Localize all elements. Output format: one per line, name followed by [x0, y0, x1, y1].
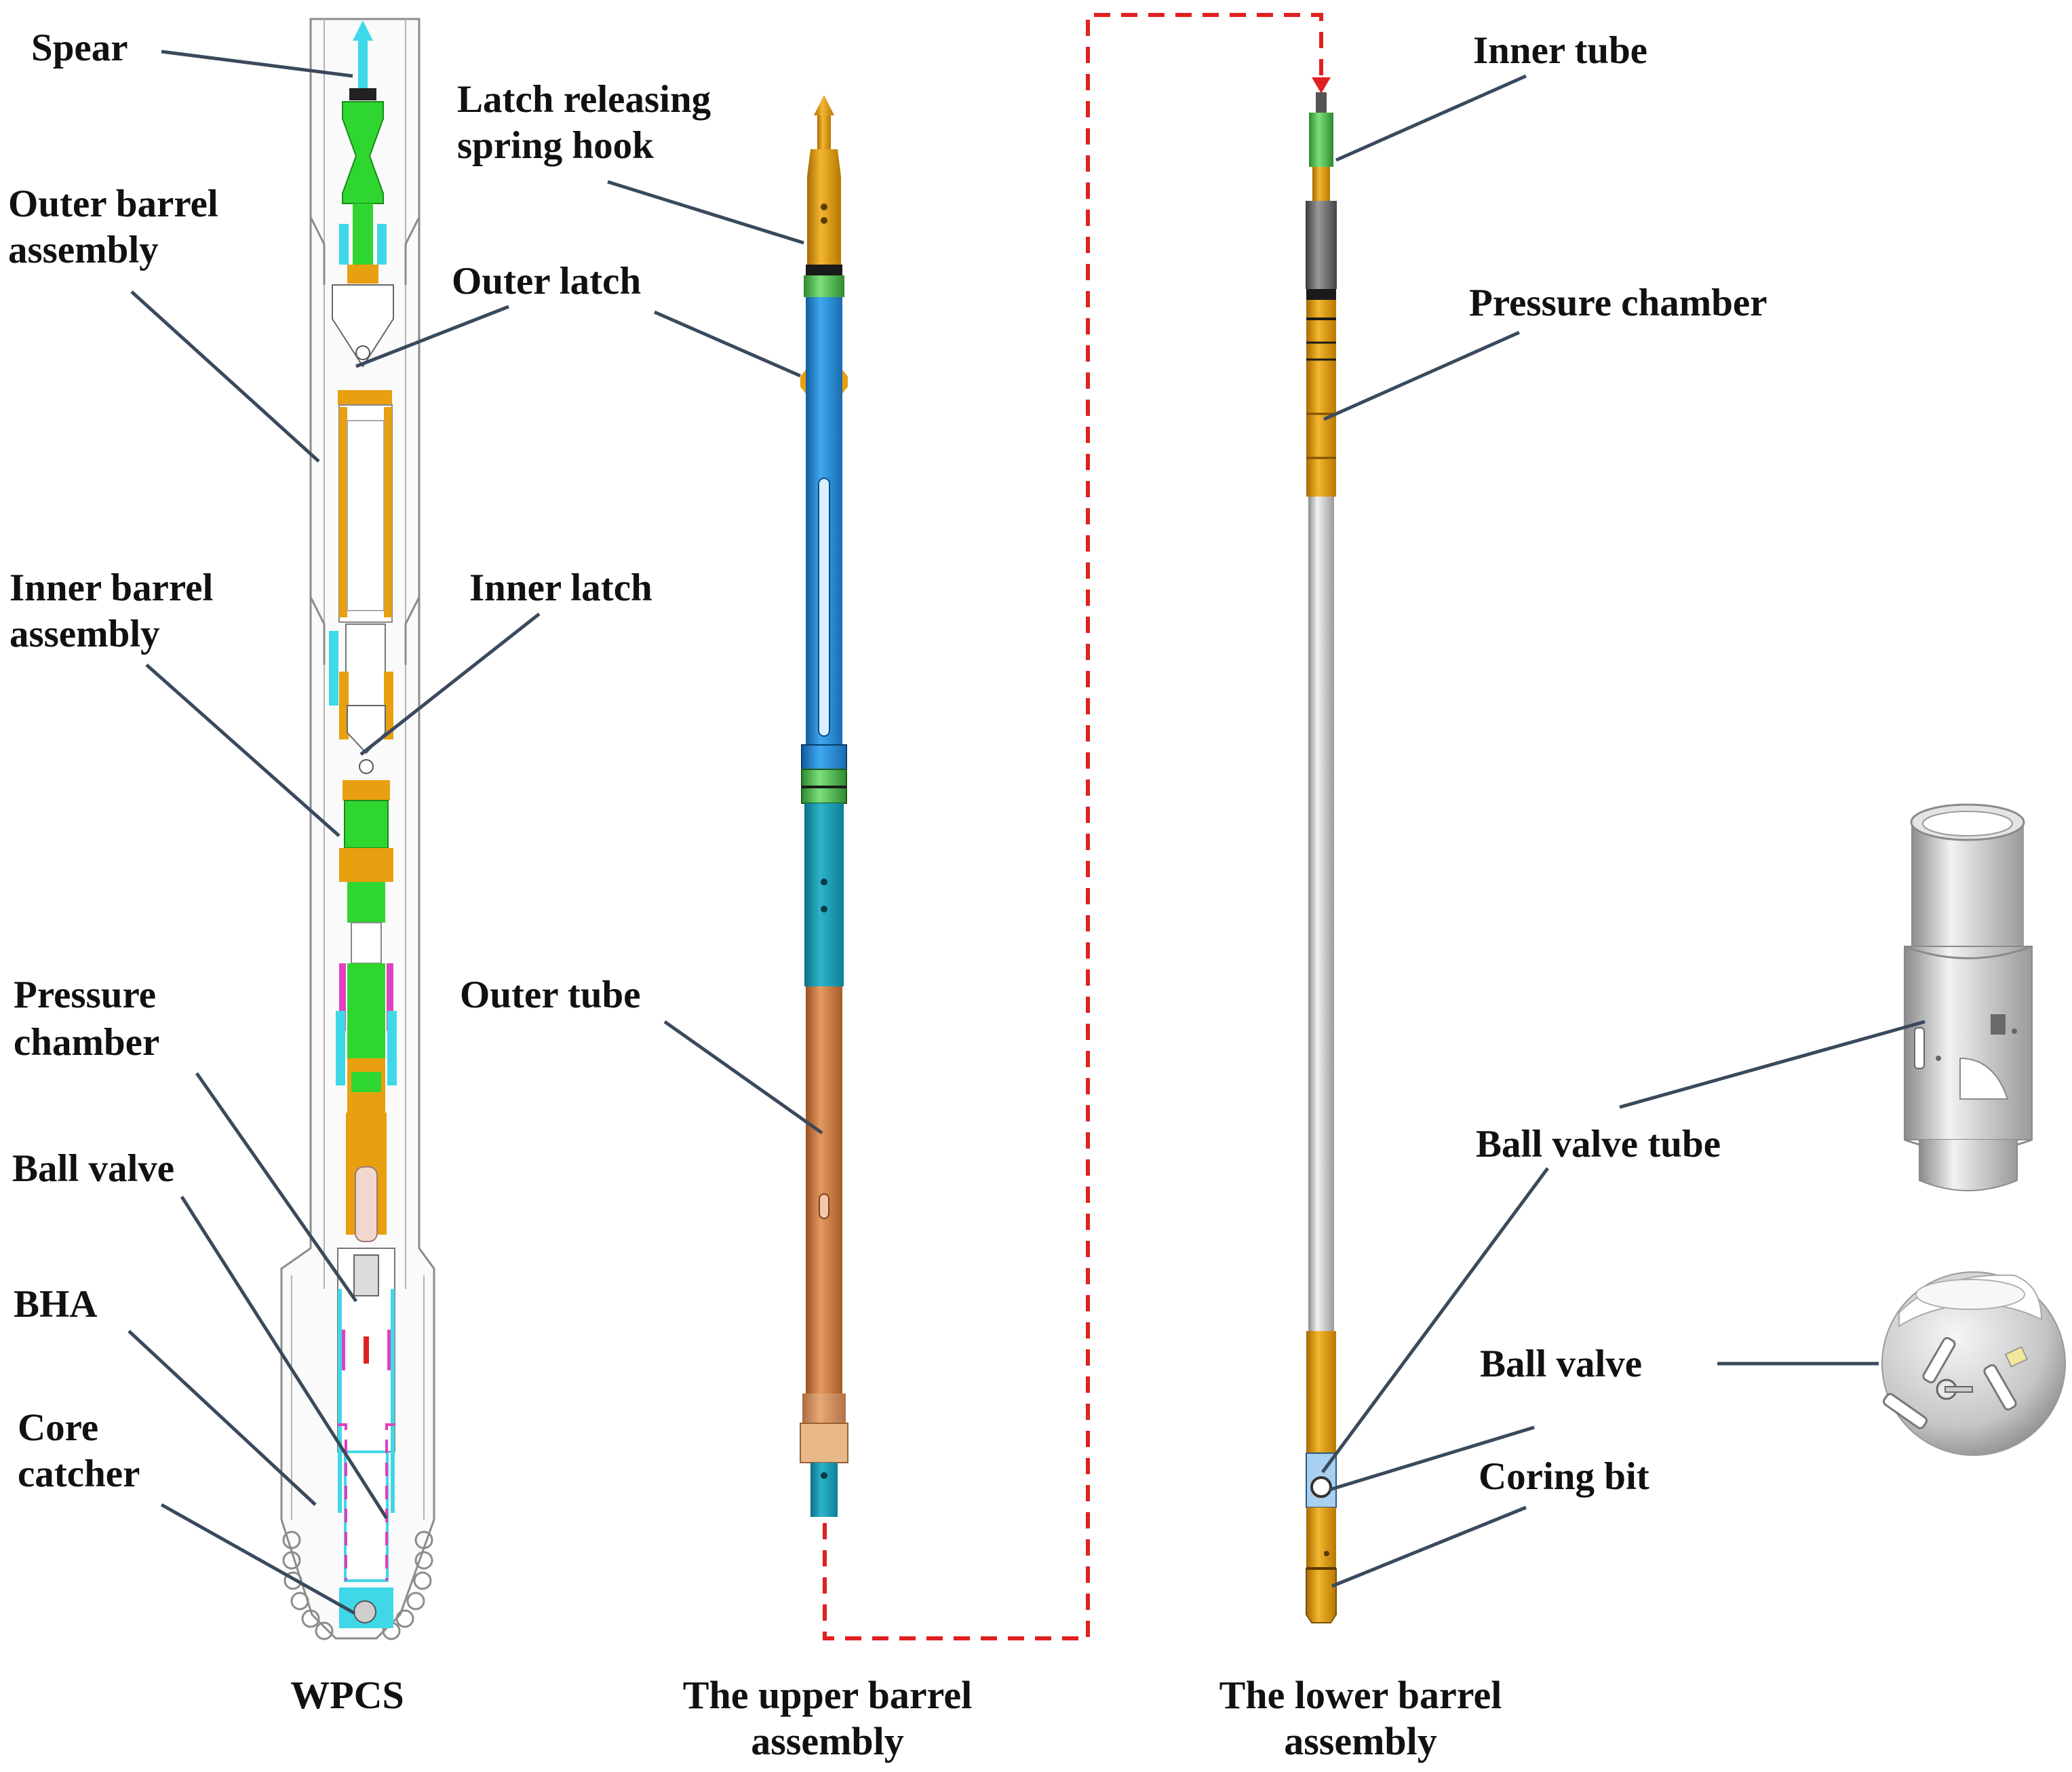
label-pressure-chamber-left-line1: Pressure — [14, 974, 157, 1016]
label-core-catcher-line1: Core — [18, 1406, 99, 1449]
ball-valve-3d — [1881, 1271, 2066, 1456]
label-core-catcher-line2: catcher — [18, 1452, 140, 1495]
label-inner-latch: Inner latch — [469, 566, 652, 609]
label-outer-barrel-line1: Outer barrel — [8, 182, 218, 225]
caption-lower-line2: assembly — [1284, 1719, 1437, 1763]
label-inner-tube: Inner tube — [1473, 29, 1648, 72]
caption-upper-line2: assembly — [751, 1719, 904, 1763]
connector-arrow-head — [1312, 77, 1331, 94]
label-inner-barrel-line2: assembly — [9, 613, 160, 655]
label-outer-tube: Outer tube — [460, 974, 641, 1016]
caption-lower-line1: The lower barrel — [1219, 1673, 1502, 1717]
lower-barrel-assembly — [1306, 92, 1337, 1623]
label-inner-barrel-line1: Inner barrel — [9, 566, 214, 609]
label-pressure-chamber-left-line2: chamber — [14, 1021, 160, 1064]
upper-tip — [814, 95, 834, 115]
caption-wpcs: WPCS — [290, 1673, 404, 1717]
label-ball-valve-left: Ball valve — [12, 1147, 175, 1190]
leader-lines — [128, 50, 1926, 1615]
label-bha: BHA — [14, 1283, 98, 1326]
spear-part — [353, 20, 373, 88]
caption-upper-line1: The upper barrel — [682, 1673, 973, 1717]
label-latch-spring-line2: spring hook — [457, 124, 654, 167]
label-outer-latch: Outer latch — [452, 260, 642, 303]
label-spear: Spear — [31, 26, 128, 69]
label-pressure-chamber-right: Pressure chamber — [1469, 282, 1767, 324]
connector-dashed-line — [823, 13, 1323, 1640]
label-ball-valve-tube: Ball valve tube — [1476, 1123, 1721, 1166]
label-latch-spring-line1: Latch releasing — [457, 78, 711, 121]
label-outer-barrel-line2: assembly — [8, 229, 159, 271]
upper-barrel-assembly — [800, 95, 848, 1517]
ball-valve-tube-3d — [1904, 803, 2033, 1191]
label-ball-valve-right: Ball valve — [1480, 1343, 1643, 1385]
wpcs-cross-section — [280, 18, 435, 1640]
label-coring-bit: Coring bit — [1479, 1455, 1649, 1498]
